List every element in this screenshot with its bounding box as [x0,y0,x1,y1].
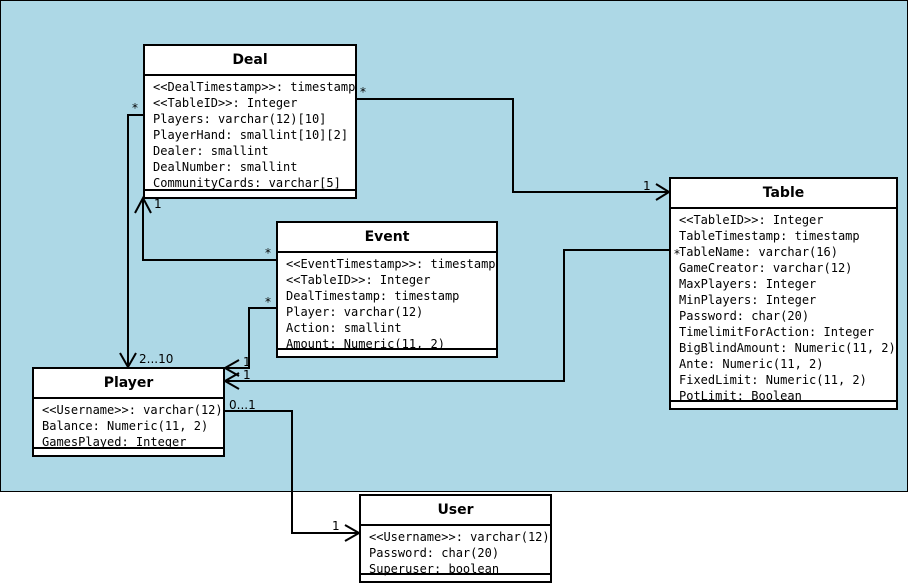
class-attributes: <<Username>>: varchar(12) Balance: Numer… [34,399,223,450]
class-player[interactable]: Player <<Username>>: varchar(12) Balance… [32,367,225,457]
attribute: CommunityCards: varchar[5] [153,176,341,190]
attribute: TableName: varchar(16) [679,245,838,259]
attribute: GameCreator: varchar(12) [679,261,853,275]
attribute: Balance: Numeric(11, 2) [42,419,209,433]
event-player-association[interactable] [225,307,276,369]
class-title: User [361,496,550,526]
attribute: GamesPlayed: Integer [42,435,187,449]
class-attributes: <<Username>>: varchar(12) Password: char… [361,526,550,577]
attribute: <<Username>>: varchar(12) [42,403,223,417]
attribute: Players: varchar(12)[10] [153,112,327,126]
multiplicity-label: 1 [154,197,162,211]
class-title: Event [278,223,496,253]
player-user-association[interactable] [225,410,359,534]
class-attributes: <<DealTimestamp>>: timestamp <<TableID>>… [145,76,355,191]
multiplicity-label: 1 [643,179,651,193]
deal-table-association[interactable] [356,98,669,193]
class-attributes: <<TableID>>: Integer TableTimestamp: tim… [671,209,896,404]
attribute: MaxPlayers: Integer [679,277,817,291]
class-operations [278,348,496,356]
table-player-association[interactable] [225,249,669,382]
class-table[interactable]: Table <<TableID>>: Integer TableTimestam… [669,177,898,410]
multiplicity-label: * [265,246,271,260]
class-user[interactable]: User <<Username>>: varchar(12) Password:… [359,494,552,583]
attribute: <<TableID>>: Integer [679,213,824,227]
attribute: Dealer: smallint [153,144,269,158]
attribute: Amount: Numeric(11, 2) [286,337,445,351]
attribute: <<DealTimestamp>>: timestamp [153,80,356,94]
multiplicity-label: * [132,101,138,115]
multiplicity-label: 0...1 [229,398,256,412]
multiplicity-label: 1 [332,519,340,533]
class-title: Table [671,179,896,209]
multiplicity-label: * [674,247,680,261]
attribute: FixedLimit: Numeric(11, 2) [679,373,867,387]
class-operations [145,189,355,197]
attribute: <<EventTimestamp>>: timestamp [286,257,496,271]
multiplicity-label: 2...10 [139,352,174,366]
attribute: BigBlindAmount: Numeric(11, 2) [679,341,896,355]
class-deal[interactable]: Deal <<DealTimestamp>>: timestamp <<Tabl… [143,44,357,199]
attribute: Superuser: boolean [369,562,500,576]
class-operations [671,400,896,408]
attribute: Action: smallint [286,321,402,335]
class-attributes: <<EventTimestamp>>: timestamp <<TableID>… [278,253,496,352]
attribute: <<TableID>>: Integer [286,273,431,287]
attribute: Ante: Numeric(11, 2) [679,357,824,371]
attribute: Password: char(20) [679,309,810,323]
attribute: MinPlayers: Integer [679,293,817,307]
multiplicity-label: * [265,295,271,309]
attribute: <<TableID>>: Integer [153,96,298,110]
class-title: Player [34,369,223,399]
attribute: DealNumber: smallint [153,160,298,174]
arrowhead-icon [222,359,240,377]
deal-player-association[interactable] [127,114,143,367]
attribute: DealTimestamp: timestamp [286,289,460,303]
attribute: PotLimit: Boolean [679,389,802,403]
attribute: TimelimitForAction: Integer [679,325,875,339]
attribute: <<Username>>: varchar(12) [369,530,550,544]
attribute: Player: varchar(12) [286,305,424,319]
multiplicity-label: 1 [243,368,251,382]
attribute: TableTimestamp: timestamp [679,229,860,243]
class-operations [361,573,550,581]
multiplicity-label: 1 [243,355,251,369]
multiplicity-label: * [360,85,366,99]
arrowhead-icon [222,372,240,390]
class-event[interactable]: Event <<EventTimestamp>>: timestamp <<Ta… [276,221,498,358]
attribute: Password: char(20) [369,546,500,560]
attribute: PlayerHand: smallint[10][2] [153,128,349,142]
event-deal-association[interactable] [142,198,276,261]
class-operations [34,447,223,455]
class-title: Deal [145,46,355,76]
